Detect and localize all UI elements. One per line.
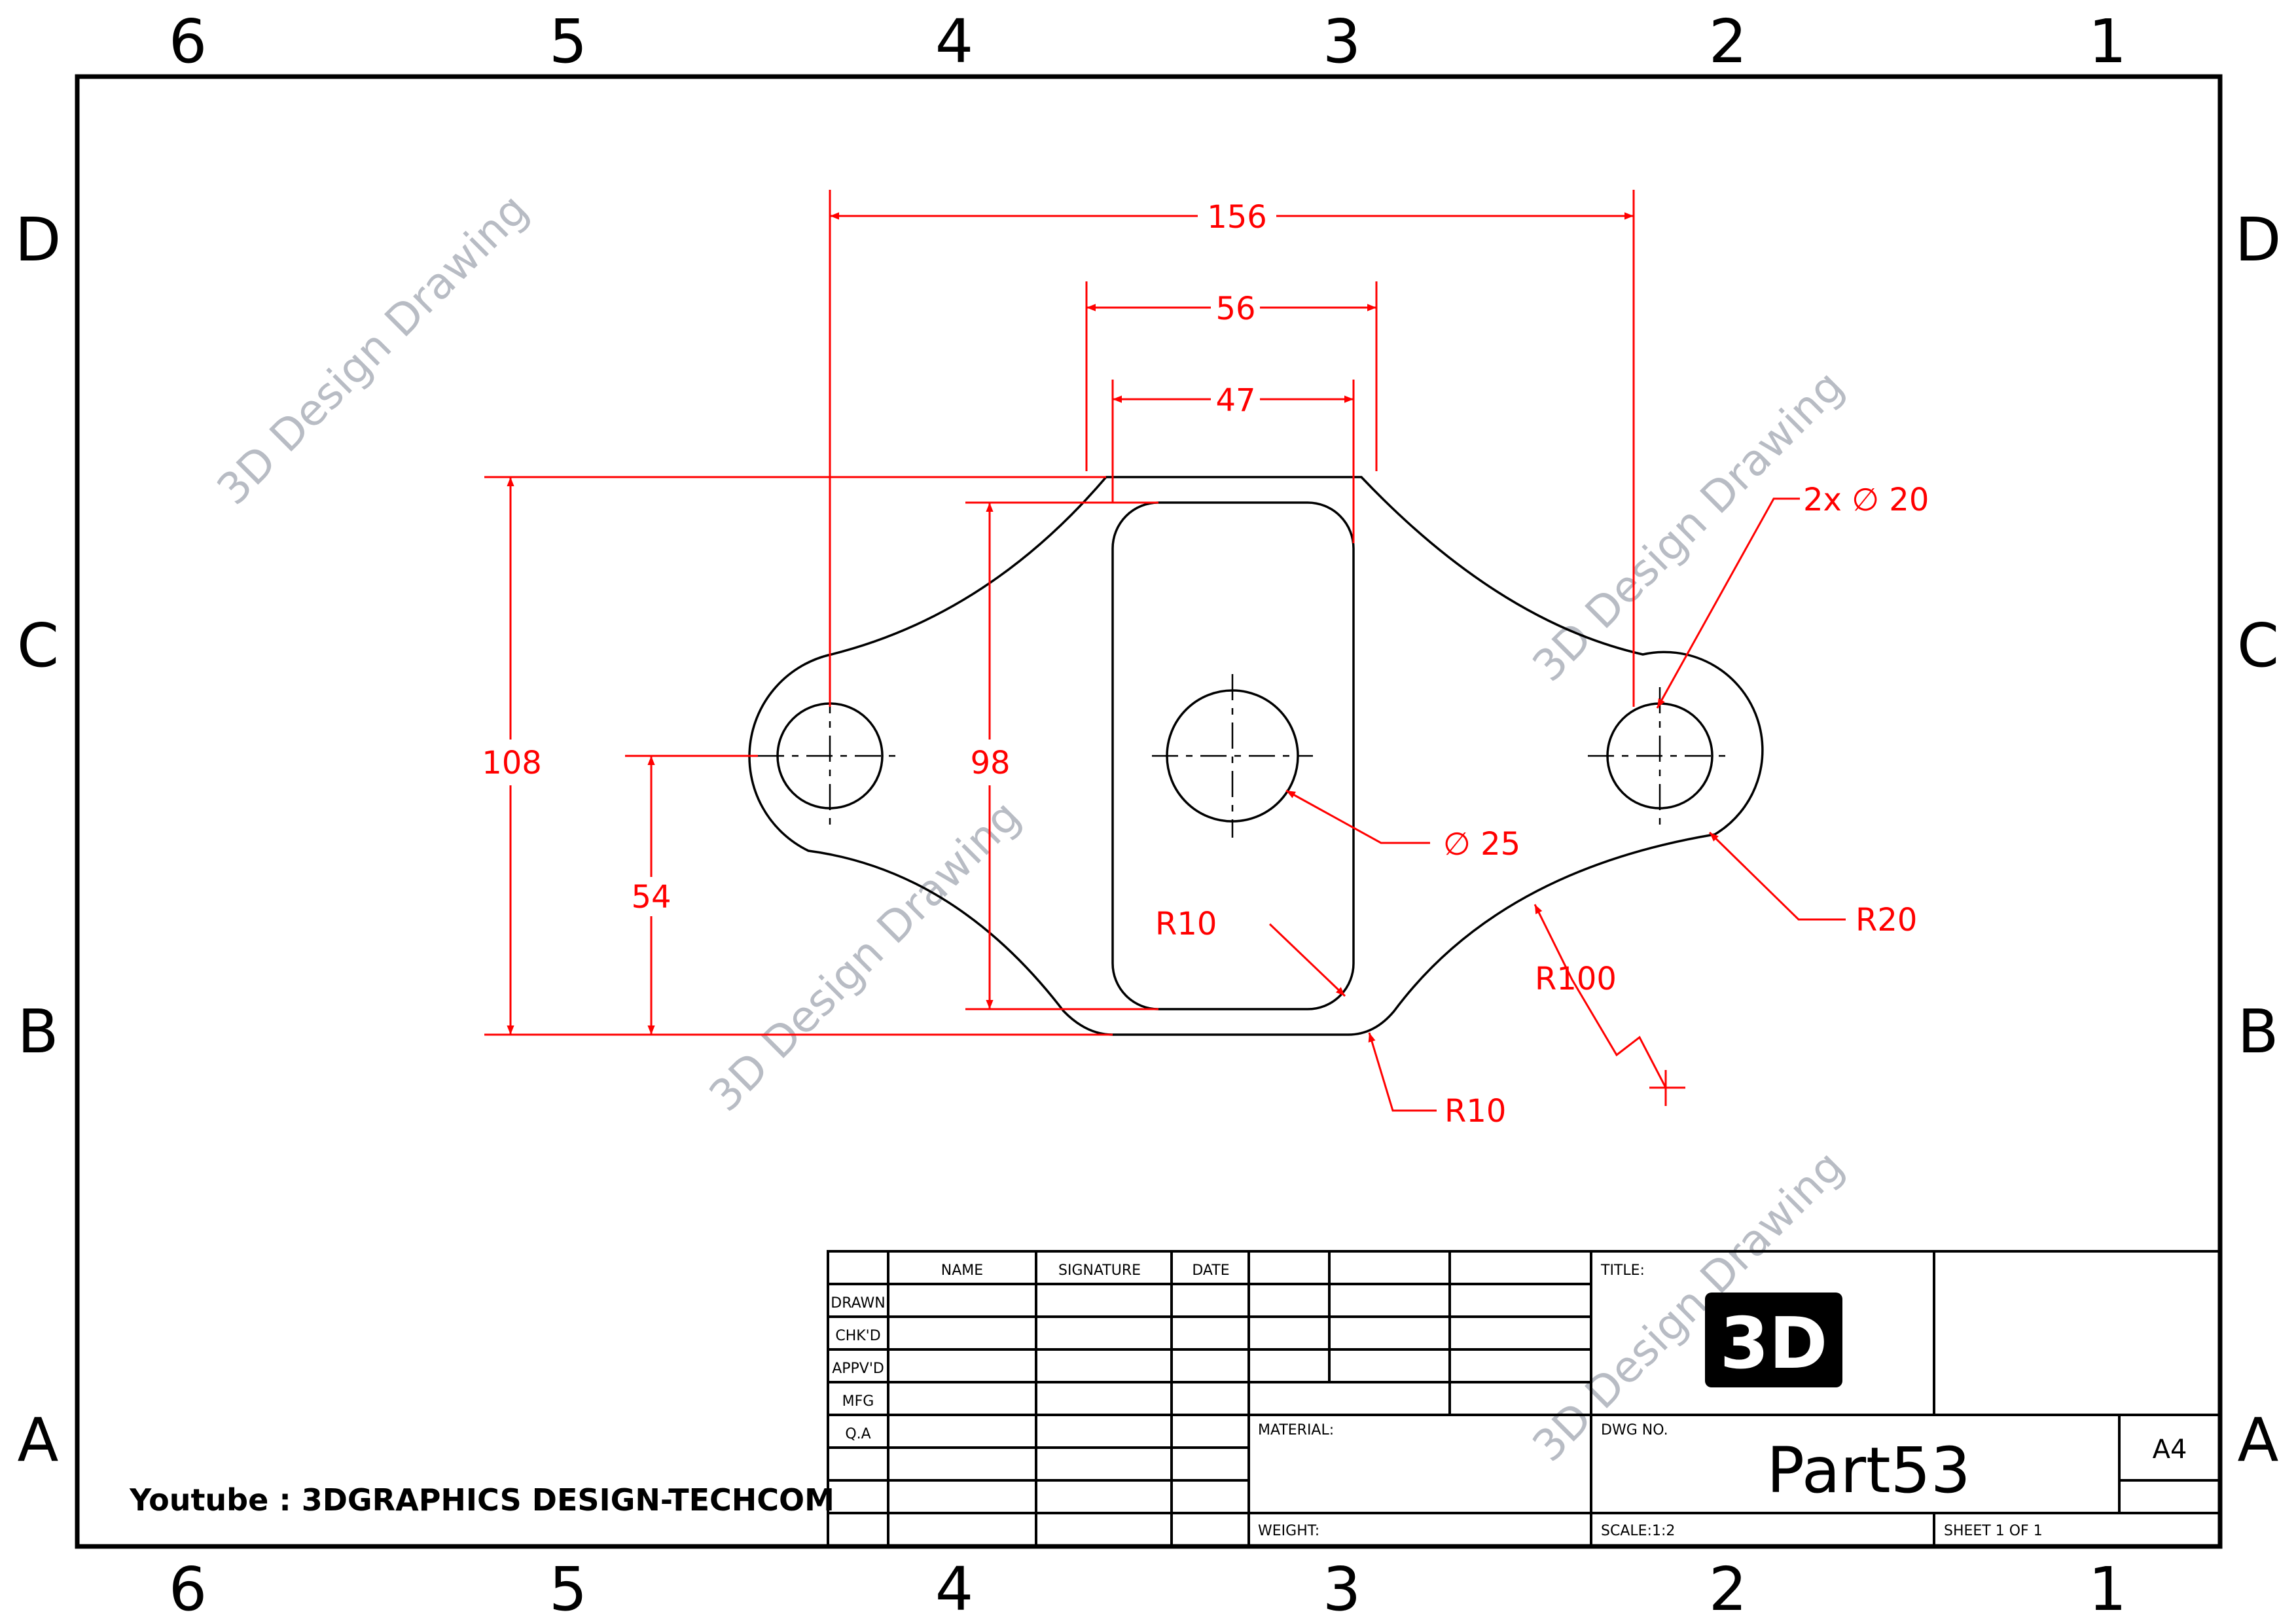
dim-text-98: 98	[970, 745, 1010, 781]
zone-labels-top: 6 5 4 3 2 1	[169, 7, 2127, 77]
zone-col-4-top: 4	[935, 7, 974, 77]
zone-col-2-top: 2	[1709, 7, 1748, 77]
zone-row-d-left: D	[15, 205, 62, 275]
zone-row-d-right: D	[2235, 205, 2282, 275]
dim-text-54: 54	[631, 879, 671, 916]
dimension-labels: 156 56 47 108 98 54 2x ∅ 20 ∅ 25 R10 R20…	[482, 199, 1929, 1130]
leader-r20	[1708, 831, 1846, 921]
watermark-3: 3D Design Drawing	[700, 791, 1030, 1121]
tb-size: A4	[2153, 1435, 2187, 1465]
leader-r10-bottom	[1368, 1032, 1437, 1112]
zone-col-6-bottom: 6	[169, 1554, 207, 1623]
youtube-label: Youtube : 3DGRAPHICS DESIGN-TECHCOM	[129, 1482, 834, 1518]
tb-dwg-no: Part53	[1767, 1434, 1971, 1507]
zone-row-b-right: B	[2237, 997, 2278, 1067]
tb-scale: SCALE:1:2	[1601, 1523, 1675, 1539]
leader-r100	[1534, 904, 1667, 1088]
zone-row-c-right: C	[2237, 611, 2279, 681]
zone-col-5-bottom: 5	[549, 1554, 588, 1623]
dim-text-47: 47	[1215, 382, 1255, 419]
watermark-1: 3D Design Drawing	[207, 184, 538, 514]
callout-d25: ∅ 25	[1443, 826, 1520, 863]
zone-col-2-bottom: 2	[1709, 1554, 1748, 1623]
zone-col-5-top: 5	[549, 7, 588, 77]
zone-labels-bottom: 6 5 4 3 2 1	[169, 1554, 2127, 1623]
tb-dwg-no-label: DWG NO.	[1601, 1422, 1668, 1438]
dim-text-108: 108	[482, 745, 542, 781]
zone-col-4-bottom: 4	[935, 1554, 974, 1623]
logo-3d: 3D	[1705, 1293, 1842, 1387]
zone-row-b-left: B	[17, 997, 58, 1067]
callout-r10-bottom: R10	[1444, 1093, 1506, 1130]
tb-title-label: TITLE:	[1600, 1262, 1645, 1279]
tb-col-name: NAME	[941, 1262, 983, 1279]
leader-r10-slot	[1268, 923, 1346, 997]
zone-col-3-bottom: 3	[1323, 1554, 1361, 1623]
tb-row-chkd: CHK'D	[835, 1328, 880, 1344]
tb-row-drawn: DRAWN	[831, 1295, 885, 1311]
zone-col-1-bottom: 1	[2089, 1554, 2127, 1623]
tb-sheet: SHEET 1 OF 1	[1944, 1523, 2043, 1539]
zone-col-6-top: 6	[169, 7, 207, 77]
zone-row-a-right: A	[2238, 1405, 2279, 1475]
dim-text-56: 56	[1215, 291, 1255, 327]
zone-labels-left: D C B A	[15, 205, 62, 1475]
zone-col-1-top: 1	[2089, 7, 2127, 77]
callout-r20: R20	[1856, 902, 1917, 938]
leader-d25	[1285, 789, 1430, 844]
zone-labels-right: D C B A	[2235, 205, 2282, 1475]
zone-row-a-left: A	[18, 1405, 59, 1475]
part-outer-profile	[748, 476, 1764, 1036]
tb-row-appvd: APPV'D	[832, 1361, 884, 1377]
zone-row-c-left: C	[17, 611, 59, 681]
zone-col-3-top: 3	[1323, 7, 1361, 77]
dim-text-156: 156	[1207, 199, 1267, 236]
center-slot	[1111, 501, 1355, 1010]
tb-material-label: MATERIAL:	[1258, 1422, 1334, 1438]
title-block: NAME SIGNATURE DATE DRAWN CHK'D APPV'D M…	[827, 1250, 2221, 1548]
tb-col-date: DATE	[1192, 1262, 1229, 1279]
callout-r10-slot: R10	[1155, 906, 1217, 942]
tb-weight-label: WEIGHT:	[1258, 1523, 1319, 1539]
watermark-2: 3D Design Drawing	[1523, 361, 1854, 691]
callout-r100: R100	[1535, 961, 1617, 997]
center-marks	[758, 674, 1732, 838]
tb-row-qa: Q.A	[845, 1426, 870, 1442]
dimensions	[484, 190, 1846, 1112]
tb-col-signature: SIGNATURE	[1058, 1262, 1141, 1279]
leader-2x-d20	[1656, 497, 1800, 709]
callout-2x-d20: 2x ∅ 20	[1803, 482, 1929, 518]
logo-3d-text: 3D	[1720, 1303, 1828, 1385]
tb-row-mfg: MFG	[842, 1393, 874, 1410]
